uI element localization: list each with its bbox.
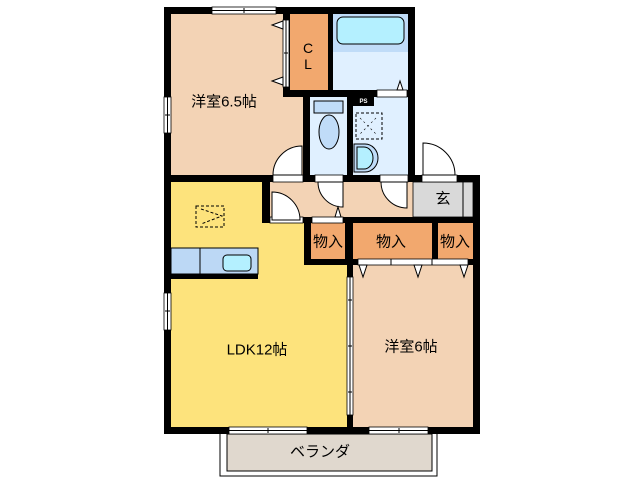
washbasin-bowl-icon: [356, 146, 374, 170]
window-south-room2: [368, 426, 429, 435]
refrigerator-space-icon: [195, 205, 225, 228]
bath-door-arrow-icon: [396, 79, 404, 91]
door-swing-entrance-icon: [422, 142, 456, 176]
western-room-1-label: 洋室6.5帖: [191, 94, 257, 111]
pipe-space-box: [353, 97, 374, 106]
sliding-door-closet: [282, 19, 290, 88]
closet-slide-arrow-icon: [270, 20, 284, 30]
door-swing-ldk-icon: [271, 191, 301, 221]
storage-1-door-arrow-icon: [334, 205, 342, 218]
closet-label-top: C: [303, 40, 313, 56]
refrigerator-mark-icon: [200, 208, 224, 225]
washroom: PS: [353, 97, 408, 175]
door-swing-washroom-icon: [380, 181, 408, 209]
window-west-ldk: [163, 292, 172, 331]
kitchen-partition: [171, 274, 258, 279]
ldk-label: LDK12帖: [227, 342, 288, 359]
kitchen: [170, 205, 259, 279]
threshold-toilet: [314, 174, 344, 183]
storage-closets: [311, 223, 473, 259]
swing-doors: [271, 142, 456, 221]
balcony-floor: [226, 433, 433, 472]
room-labels: 洋室6.5帖 C L LDK12帖 洋室6帖 物入 物入 物入 玄 ベランダ: [191, 40, 470, 461]
window-south-ldk: [228, 426, 308, 435]
balcony: [219, 433, 438, 477]
threshold-room1: [272, 174, 304, 183]
entrance-label: 玄: [435, 191, 450, 208]
threshold-bathroom: [376, 89, 408, 98]
bathroom: [333, 14, 408, 90]
storage-2-door-arrow-icon: [413, 264, 423, 279]
closet-floor: [290, 14, 328, 90]
door-swing-room1-icon: [272, 145, 303, 176]
threshold-room2-closets: [357, 258, 469, 266]
toilet-bowl-icon: [318, 114, 340, 150]
storage-2-label: 物入: [376, 234, 406, 251]
closet-label-bottom: L: [304, 56, 312, 72]
bathtub-icon: [336, 16, 405, 45]
storage-2-floor: [353, 223, 432, 259]
entrance: [412, 181, 474, 218]
storage-3-label: 物入: [440, 234, 470, 251]
closet-slide-arrow-icon: [270, 76, 284, 86]
kitchen-sink-icon: [222, 254, 252, 272]
toilet-room: [310, 97, 347, 175]
pipe-space-label: PS: [359, 99, 367, 105]
ldk-floor: [171, 182, 347, 427]
windows: [163, 6, 429, 435]
western-room-2-label: 洋室6帖: [384, 339, 437, 356]
washing-machine-space-icon: [355, 112, 383, 140]
window-north-room1: [211, 6, 277, 15]
door-swing-toilet-icon: [317, 181, 344, 208]
storage-3-door-arrow-icon: [459, 264, 469, 279]
sliding-door-ldk-room2: [346, 276, 354, 416]
window-west-room1: [163, 96, 172, 134]
western-room-2-floor: [353, 265, 473, 427]
bathroom-wash-area: [333, 52, 408, 90]
threshold-washroom: [379, 174, 409, 183]
sliding-door-markers: [270, 20, 469, 279]
balcony-label: ベランダ: [290, 444, 350, 461]
storage-2-door-arrow-icon: [358, 264, 368, 279]
threshold-storage-1: [311, 216, 344, 224]
western-room-1-floor: [171, 14, 283, 175]
washing-machine-mark-icon: [359, 117, 377, 135]
threshold-entrance: [421, 174, 458, 183]
storage-1-floor: [311, 223, 345, 259]
storage-3-floor: [438, 223, 473, 259]
toilet-tank-icon: [313, 100, 344, 114]
storage-1-label: 物入: [313, 234, 343, 251]
